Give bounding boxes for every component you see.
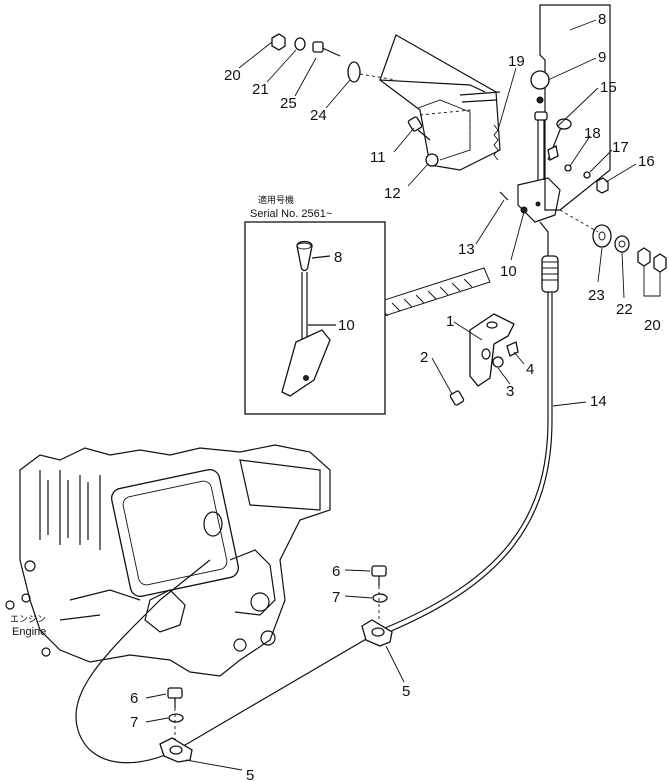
callout-5-upper: 5 [402, 683, 410, 700]
callout-numbers: 20 21 25 24 19 8 9 15 18 17 16 11 12 13 … [130, 11, 661, 781]
callout-5-lower: 5 [246, 767, 254, 781]
inset-callout-10: 10 [338, 317, 355, 334]
inset-serial-label: Serial No. 2561~ [250, 208, 332, 220]
callout-20-upper: 20 [224, 67, 241, 84]
serial-inset: 適用号機 Serial No. 2561~ 8 10 [244, 194, 386, 415]
callout-14: 14 [590, 393, 607, 410]
engine-label-jp: エンジン [10, 615, 46, 625]
callout-1: 1 [446, 313, 454, 330]
inset-heading-jp: 適用号機 [258, 194, 294, 206]
callout-16: 16 [638, 153, 655, 170]
bolt-lower [167, 687, 184, 740]
callout-9: 9 [598, 49, 606, 66]
callout-11: 11 [370, 149, 386, 166]
lever-assembly [271, 4, 667, 273]
callout-10: 10 [500, 263, 517, 280]
inset-callout-8: 8 [334, 249, 342, 266]
callout-25: 25 [280, 95, 297, 112]
callout-7-lower: 7 [130, 714, 138, 731]
callout-4: 4 [526, 361, 534, 378]
callout-23: 23 [588, 287, 605, 304]
callout-6-upper: 6 [332, 563, 340, 580]
callout-13: 13 [458, 241, 475, 258]
clamp-lower [159, 737, 193, 763]
callout-21: 21 [252, 81, 269, 98]
callout-3: 3 [506, 383, 514, 400]
callout-24: 24 [310, 107, 327, 124]
control-cable [75, 221, 559, 764]
callout-12: 12 [384, 185, 401, 202]
bolt-upper [371, 565, 388, 620]
callout-20-lower: 20 [644, 317, 661, 334]
callout-7-upper: 7 [332, 589, 340, 606]
callout-18: 18 [584, 125, 601, 142]
engine-label-en: Engine [12, 626, 46, 638]
callout-2: 2 [420, 349, 428, 366]
engine-block: エンジン Engine [5, 444, 331, 677]
clamp-upper [361, 619, 393, 647]
callout-15: 15 [600, 79, 617, 96]
callout-17: 17 [612, 139, 629, 156]
callout-19: 19 [508, 53, 525, 70]
leader-lines [145, 19, 661, 771]
callout-6-lower: 6 [130, 690, 138, 707]
callout-8: 8 [598, 11, 606, 28]
cable-bracket [449, 313, 519, 406]
callout-22: 22 [616, 301, 633, 318]
